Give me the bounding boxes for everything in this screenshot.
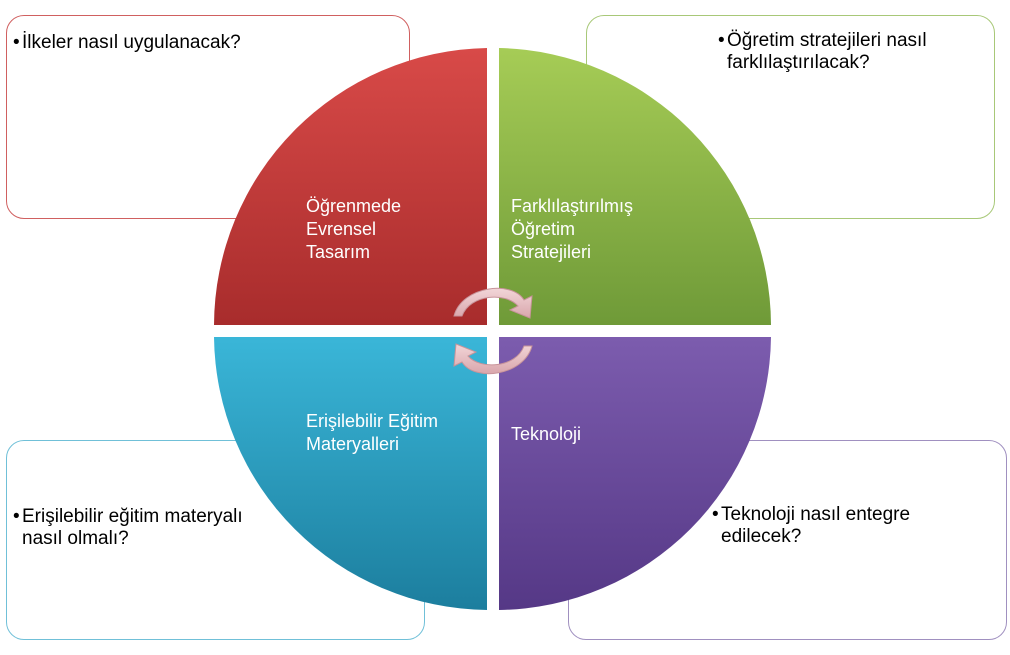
quadrant-bottom-right [499,337,771,610]
quadrant-top-left [214,48,487,325]
quadrant-label-bottom-left: Erişilebilir Eğitim Materyalleri [306,411,443,454]
note-bottom-left: • Erişilebilir eğitim materyalı nasıl ol… [13,506,288,550]
quadrant-top-right [499,48,771,325]
note-text: Öğretim stratejileri nasıl farklılaştırı… [727,30,927,73]
quadrant-label-bottom-right: Teknoloji [511,424,581,444]
bullet: • [712,504,719,525]
note-top-right: • Öğretim stratejileri nasıl farklılaştı… [718,30,988,74]
note-text: Teknoloji nasıl entegre edilecek? [721,504,911,547]
note-top-left: • İlkeler nasıl uygulanacak? [13,32,393,54]
quadrant-bottom-left [214,337,487,610]
quadrant-label-top-left: Öğrenmede Evrensel Tasarım [306,196,406,262]
bullet: • [13,32,20,53]
note-bottom-right: • Teknoloji nasıl entegre edilecek? [712,504,972,548]
bullet: • [13,506,20,527]
note-text: İlkeler nasıl uygulanacak? [22,32,241,53]
bullet: • [718,30,725,51]
note-text: Erişilebilir eğitim materyalı nasıl olma… [22,506,243,549]
cycle-arrows-icon [453,287,533,375]
quadrant-label-top-right: Farklılaştırılmış Öğretim Stratejileri [511,196,638,262]
